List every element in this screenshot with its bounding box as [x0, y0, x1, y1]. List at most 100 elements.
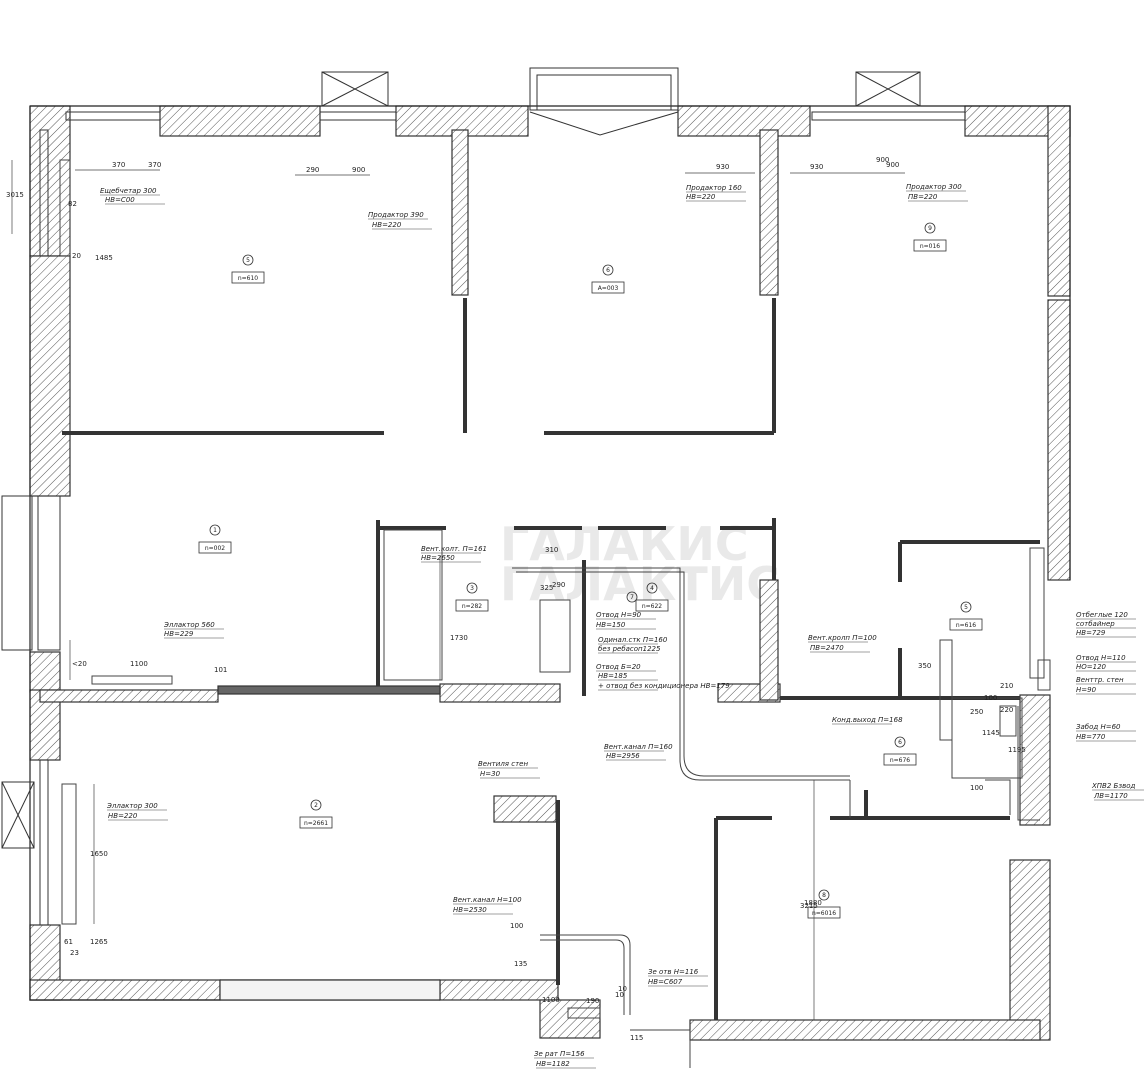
room-label: 4 n=622 [635, 582, 669, 612]
room-code: n=016 [920, 243, 940, 250]
annotation-rr-j: ХПВ2 Бзвод [1091, 782, 1135, 790]
annotation-rr-f: Венттр. стен [1076, 676, 1124, 684]
annotation-bb-b: НВ=2530 [453, 906, 487, 914]
dimension-value: 20 [72, 252, 81, 260]
room-code: n=2661 [304, 820, 328, 827]
room-number: 1 [213, 527, 217, 534]
room-code-box [807, 906, 841, 919]
annotation-rr-c: НВ=729 [1076, 629, 1106, 637]
watermark: ГАЛАКИС ГАЛАКТИС [500, 517, 780, 611]
dimension-value: 250 [970, 708, 983, 716]
dimension-value: 1195 [1008, 746, 1026, 754]
room-code-box [231, 271, 265, 284]
windows [1, 67, 966, 926]
dimension-value: 900 [352, 166, 365, 174]
annotation-c-f: НВ=185 [598, 672, 628, 680]
dimension-value: 10 [615, 991, 624, 999]
dimension-value: 100 [510, 922, 523, 930]
room-number-circle [310, 799, 322, 811]
dimension-value: 220 [1000, 706, 1013, 714]
annotation-c-e: Отвод Б=20 [596, 663, 641, 671]
room-code: n=622 [642, 603, 662, 610]
annotation-r3-a: Продактор 300 [906, 183, 962, 191]
annotation-bb-e: Зе рат П=156 [534, 1050, 585, 1058]
room-label: 2n=2661 [299, 799, 333, 829]
ducts [59, 159, 1051, 1068]
room-number: 6 [898, 739, 902, 746]
room-label: 5n=616 [949, 601, 983, 631]
room-number-circle [894, 736, 906, 748]
room-code: n=616 [956, 622, 976, 629]
dimension-value: 3215 [800, 902, 818, 910]
annotation-c-a: Отвод Н=90 [596, 611, 642, 619]
annotation-r1-d: НВ=220 [372, 221, 402, 229]
room-number: 8 [822, 892, 826, 899]
dimension-value: 1100 [542, 996, 560, 1004]
room-code-box [299, 816, 333, 829]
room-number-circle [602, 264, 614, 276]
dimension-value: 190 [586, 997, 599, 1005]
room-label: 6 n=676 [883, 736, 917, 766]
annotation-k-a: Вент.кролп П=100 [808, 634, 877, 642]
dimension-value: 82 [68, 200, 77, 208]
dimension-value: 100 [984, 694, 997, 702]
room-label: 3n=282 [455, 582, 489, 612]
annotation-k-b: ПВ=2470 [810, 644, 844, 652]
room-code-box [635, 599, 669, 612]
dimension-value: 370 [112, 161, 125, 169]
room-number-circle [960, 601, 972, 613]
annotation-rr-b: сотбайнер [1076, 620, 1115, 628]
annotation-bb-d: НВ=С607 [648, 978, 683, 986]
dimension-value: <20 [72, 660, 87, 668]
dimension-value: 100 [970, 784, 983, 792]
room-number: 6 [606, 267, 610, 274]
room-code-box [591, 281, 625, 294]
annotation-r1-b: НВ=С00 [105, 196, 135, 204]
annotation-r3-b: ПВ=220 [908, 193, 938, 201]
room-number-circle [466, 582, 478, 594]
room-number-circle [646, 582, 658, 594]
annotation-rr-h: Забод Н=60 [1076, 723, 1121, 731]
room-label: 7 [626, 591, 638, 603]
annotation-k-c: Конд.выход П=168 [832, 716, 903, 724]
dimension-value: 310 [545, 546, 558, 554]
dimension-value: 900 [886, 161, 899, 169]
annotation-b-d: Н=30 [480, 770, 501, 778]
dimension-value: 23 [70, 949, 79, 957]
dimension-value: 930 [716, 163, 729, 171]
dimension-value: 325 [540, 584, 553, 592]
dimension-value: 290 [306, 166, 319, 174]
annotation-k-d: Вент.канал П=160 [604, 743, 673, 751]
room-number: 5 [246, 257, 250, 264]
annotation-l-a: Эллактор 560 [163, 621, 215, 629]
dimension-value: 1265 [90, 938, 108, 946]
room-number-circle [242, 254, 254, 266]
annotation-b-a: Эллактор 300 [106, 802, 158, 810]
annotation-bb-c: Зе отв Н=116 [648, 968, 699, 976]
dimension-value: 3015 [6, 191, 24, 199]
room-number: 7 [630, 594, 634, 601]
room-number-circle [626, 591, 638, 603]
annotation-rr-k: ЛВ=1170 [1093, 792, 1128, 800]
annotation-c-d: без ребасоп1225 [598, 645, 661, 653]
annotation-b-b: НВ=220 [108, 812, 138, 820]
dimension-value: 350 [918, 662, 931, 670]
room-number-circle [209, 524, 221, 536]
room-code: n=676 [890, 757, 910, 764]
annotation-r2-a: Продактор 160 [686, 184, 742, 192]
room-code-box [883, 753, 917, 766]
annotation-rr-e: НО=120 [1076, 663, 1107, 671]
room-code: A=003 [598, 285, 619, 292]
dimension-value: 1730 [450, 634, 468, 642]
room-code: n=282 [462, 603, 482, 610]
annotation-bb-f: НВ=1182 [536, 1060, 570, 1068]
room-number: 4 [650, 585, 654, 592]
annotation-bb-a: Вент.канал Н=100 [453, 896, 522, 904]
dimension-value: 900 [876, 156, 889, 164]
annotation-rr-i: НВ=770 [1076, 733, 1106, 741]
room-code-box [198, 541, 232, 554]
annotation-c-g: + отвод без кондиционера НВ=179 [598, 682, 730, 690]
room-label: 6A=003 [591, 264, 625, 294]
room-number: 9 [928, 225, 932, 232]
